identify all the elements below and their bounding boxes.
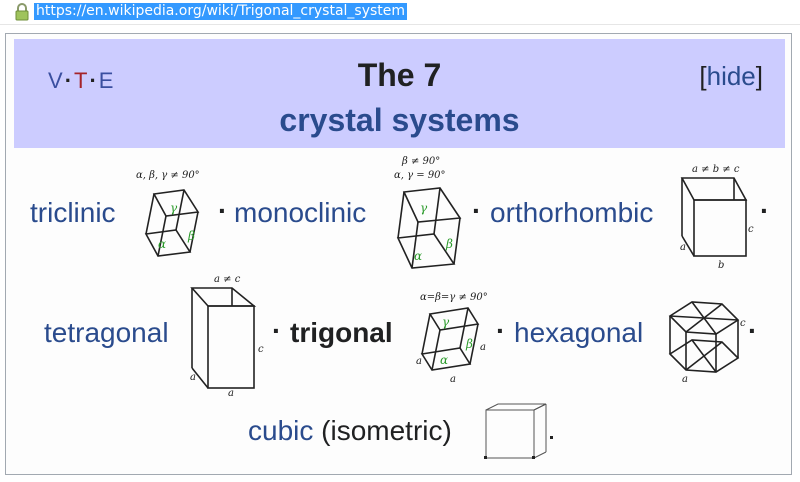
hide-toggle[interactable]: [hide] xyxy=(699,61,763,92)
alpha-label: α xyxy=(440,353,448,367)
navbox-title-bar: V·T·E The 7 crystal systems [hide] xyxy=(14,39,785,148)
gamma-label: γ xyxy=(420,201,428,215)
tetragonal-caption: a ≠ c xyxy=(214,274,241,285)
cubic-item: cubic (isometric) xyxy=(248,415,452,447)
monoclinic-caption-1: β ≠ 90° xyxy=(401,156,440,167)
hide-bracket: [ xyxy=(699,61,707,91)
hide-bracket: ] xyxy=(755,61,763,91)
vte-dot: · xyxy=(89,68,99,93)
view-link[interactable]: V xyxy=(48,68,65,93)
isometric-note: (isometric) xyxy=(321,415,452,446)
separator-dot: · xyxy=(272,315,282,346)
a-label: a xyxy=(228,388,234,396)
address-bar[interactable]: https://en.wikipedia.org/wiki/Trigonal_c… xyxy=(0,0,800,25)
triclinic-image[interactable]: α, β, γ ≠ 90° γ β α xyxy=(132,166,212,260)
navbox-title: The 7 xyxy=(357,57,442,93)
url-text[interactable]: https://en.wikipedia.org/wiki/Trigonal_c… xyxy=(34,3,408,20)
alpha-label: α xyxy=(414,249,422,263)
alpha-label: α xyxy=(158,237,166,251)
c-label: c xyxy=(258,344,264,355)
a-label: a xyxy=(680,242,686,253)
a-label: a xyxy=(416,356,422,367)
separator-dot: · xyxy=(760,195,770,226)
a-label: a xyxy=(190,372,196,383)
c-label: c xyxy=(748,224,754,235)
c-label: c xyxy=(740,318,746,329)
crystal-systems-navbox: V·T·E The 7 crystal systems [hide] tricl… xyxy=(5,33,792,475)
orthorhombic-image[interactable]: a ≠ b ≠ c c b a xyxy=(674,160,754,272)
vte-links: V·T·E xyxy=(48,68,115,94)
separator-dot: · xyxy=(496,315,506,346)
separator-dot: · xyxy=(748,315,758,346)
edit-link[interactable]: E xyxy=(98,68,116,93)
cubic-image[interactable] xyxy=(480,400,560,464)
gamma-label: γ xyxy=(442,315,450,329)
gamma-label: γ xyxy=(170,201,178,215)
cubic-link[interactable]: cubic xyxy=(248,415,314,446)
hide-link[interactable]: hide xyxy=(706,61,756,91)
hexagonal-image[interactable]: c a xyxy=(662,296,746,384)
trigonal-image[interactable]: α=β=γ ≠ 90° γ β α a a a xyxy=(416,288,496,384)
navbox-title-link[interactable]: crystal systems xyxy=(279,102,520,138)
separator-dot: · xyxy=(218,195,228,226)
monoclinic-caption-2: α, γ = 90° xyxy=(394,170,446,181)
a-label: a xyxy=(480,342,486,353)
vte-dot: · xyxy=(64,68,75,93)
orthorhombic-link[interactable]: orthorhombic xyxy=(490,197,654,228)
b-label: b xyxy=(718,260,724,271)
trigonal-caption: α=β=γ ≠ 90° xyxy=(420,292,488,303)
tetragonal-image[interactable]: a ≠ c c a a xyxy=(186,270,270,396)
a-label: a xyxy=(682,374,688,384)
triclinic-caption: α, β, γ ≠ 90° xyxy=(136,170,200,181)
separator-dot: · xyxy=(472,195,482,226)
triclinic-link[interactable]: triclinic xyxy=(30,197,116,228)
beta-label: β xyxy=(187,229,195,243)
hexagonal-link[interactable]: hexagonal xyxy=(514,317,644,348)
a-label: a xyxy=(450,374,456,384)
monoclinic-image[interactable]: β ≠ 90° α, γ = 90° γ β α xyxy=(388,152,468,272)
beta-label: β xyxy=(445,237,453,251)
trigonal-current: trigonal xyxy=(290,317,393,348)
monoclinic-link[interactable]: monoclinic xyxy=(234,197,367,228)
beta-label: β xyxy=(465,337,473,351)
orthorhombic-caption: a ≠ b ≠ c xyxy=(692,164,740,175)
tetragonal-link[interactable]: tetragonal xyxy=(44,317,169,348)
talk-link[interactable]: T xyxy=(74,68,90,93)
lock-icon xyxy=(15,3,29,21)
